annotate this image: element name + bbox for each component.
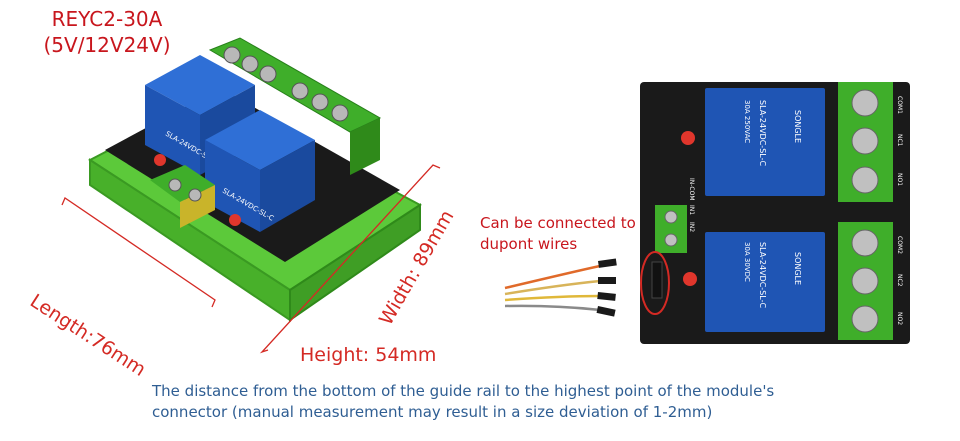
dupont-callout: Can be connected to dupont wires <box>480 213 650 255</box>
measurement-note-line2: connector (manual measurement may result… <box>152 403 713 421</box>
dupont-connectors <box>596 258 617 317</box>
relay-top-1 <box>705 88 825 196</box>
label-nc1: NC1 <box>896 134 903 147</box>
label-no2: NO2 <box>896 312 903 325</box>
dupont-callout-line1: Can be connected to <box>480 214 636 232</box>
relay-top-2 <box>705 232 825 332</box>
product-title: REYC2-30A (5V/12V24V) <box>27 6 187 58</box>
label-com2: COM2 <box>896 236 903 254</box>
model-name: REYC2-30A <box>51 7 163 31</box>
width-bracket <box>259 164 441 354</box>
relay-top-1-model: SLA-24VDC-SL-C <box>758 100 767 166</box>
measurement-note: The distance from the bottom of the guid… <box>152 381 872 423</box>
relay-2: SLA-24VDC-SL-C <box>205 110 315 232</box>
height-label: Height: 54mm <box>300 344 437 366</box>
label-no1: NO1 <box>896 173 903 186</box>
din-rail-module: SLA-24VDC-SL-C SLA-24VDC-SL-C <box>88 37 422 322</box>
measurement-note-line1: The distance from the bottom of the guid… <box>152 382 775 400</box>
label-in2: IN2 <box>688 222 695 232</box>
label-nc2: NC2 <box>896 274 903 287</box>
pin-header-highlight <box>640 251 670 315</box>
relay-top-2-rating: 30A 30VDC <box>743 242 751 282</box>
relay-top-1-rating: 30A 250VAC <box>743 100 751 143</box>
dupont-callout-line2: dupont wires <box>480 235 578 253</box>
dupont-wires <box>504 264 601 312</box>
relay-top-2-brand: SONGLE <box>793 252 802 285</box>
voltage-range: (5V/12V24V) <box>43 33 171 57</box>
label-in-com: IN-COM <box>688 178 695 201</box>
relay-top-2-model: SLA-24VDC-SL-C <box>758 242 767 308</box>
label-com1: COM1 <box>896 96 903 114</box>
label-in1: IN1 <box>688 205 695 215</box>
dimension-lines <box>61 164 441 354</box>
board-top-view: SLA-24VDC-SL-C 30A 250VAC SONGLE SLA-24V… <box>640 82 910 344</box>
relay-top-1-brand: SONGLE <box>793 110 802 143</box>
length-bracket <box>61 197 216 308</box>
